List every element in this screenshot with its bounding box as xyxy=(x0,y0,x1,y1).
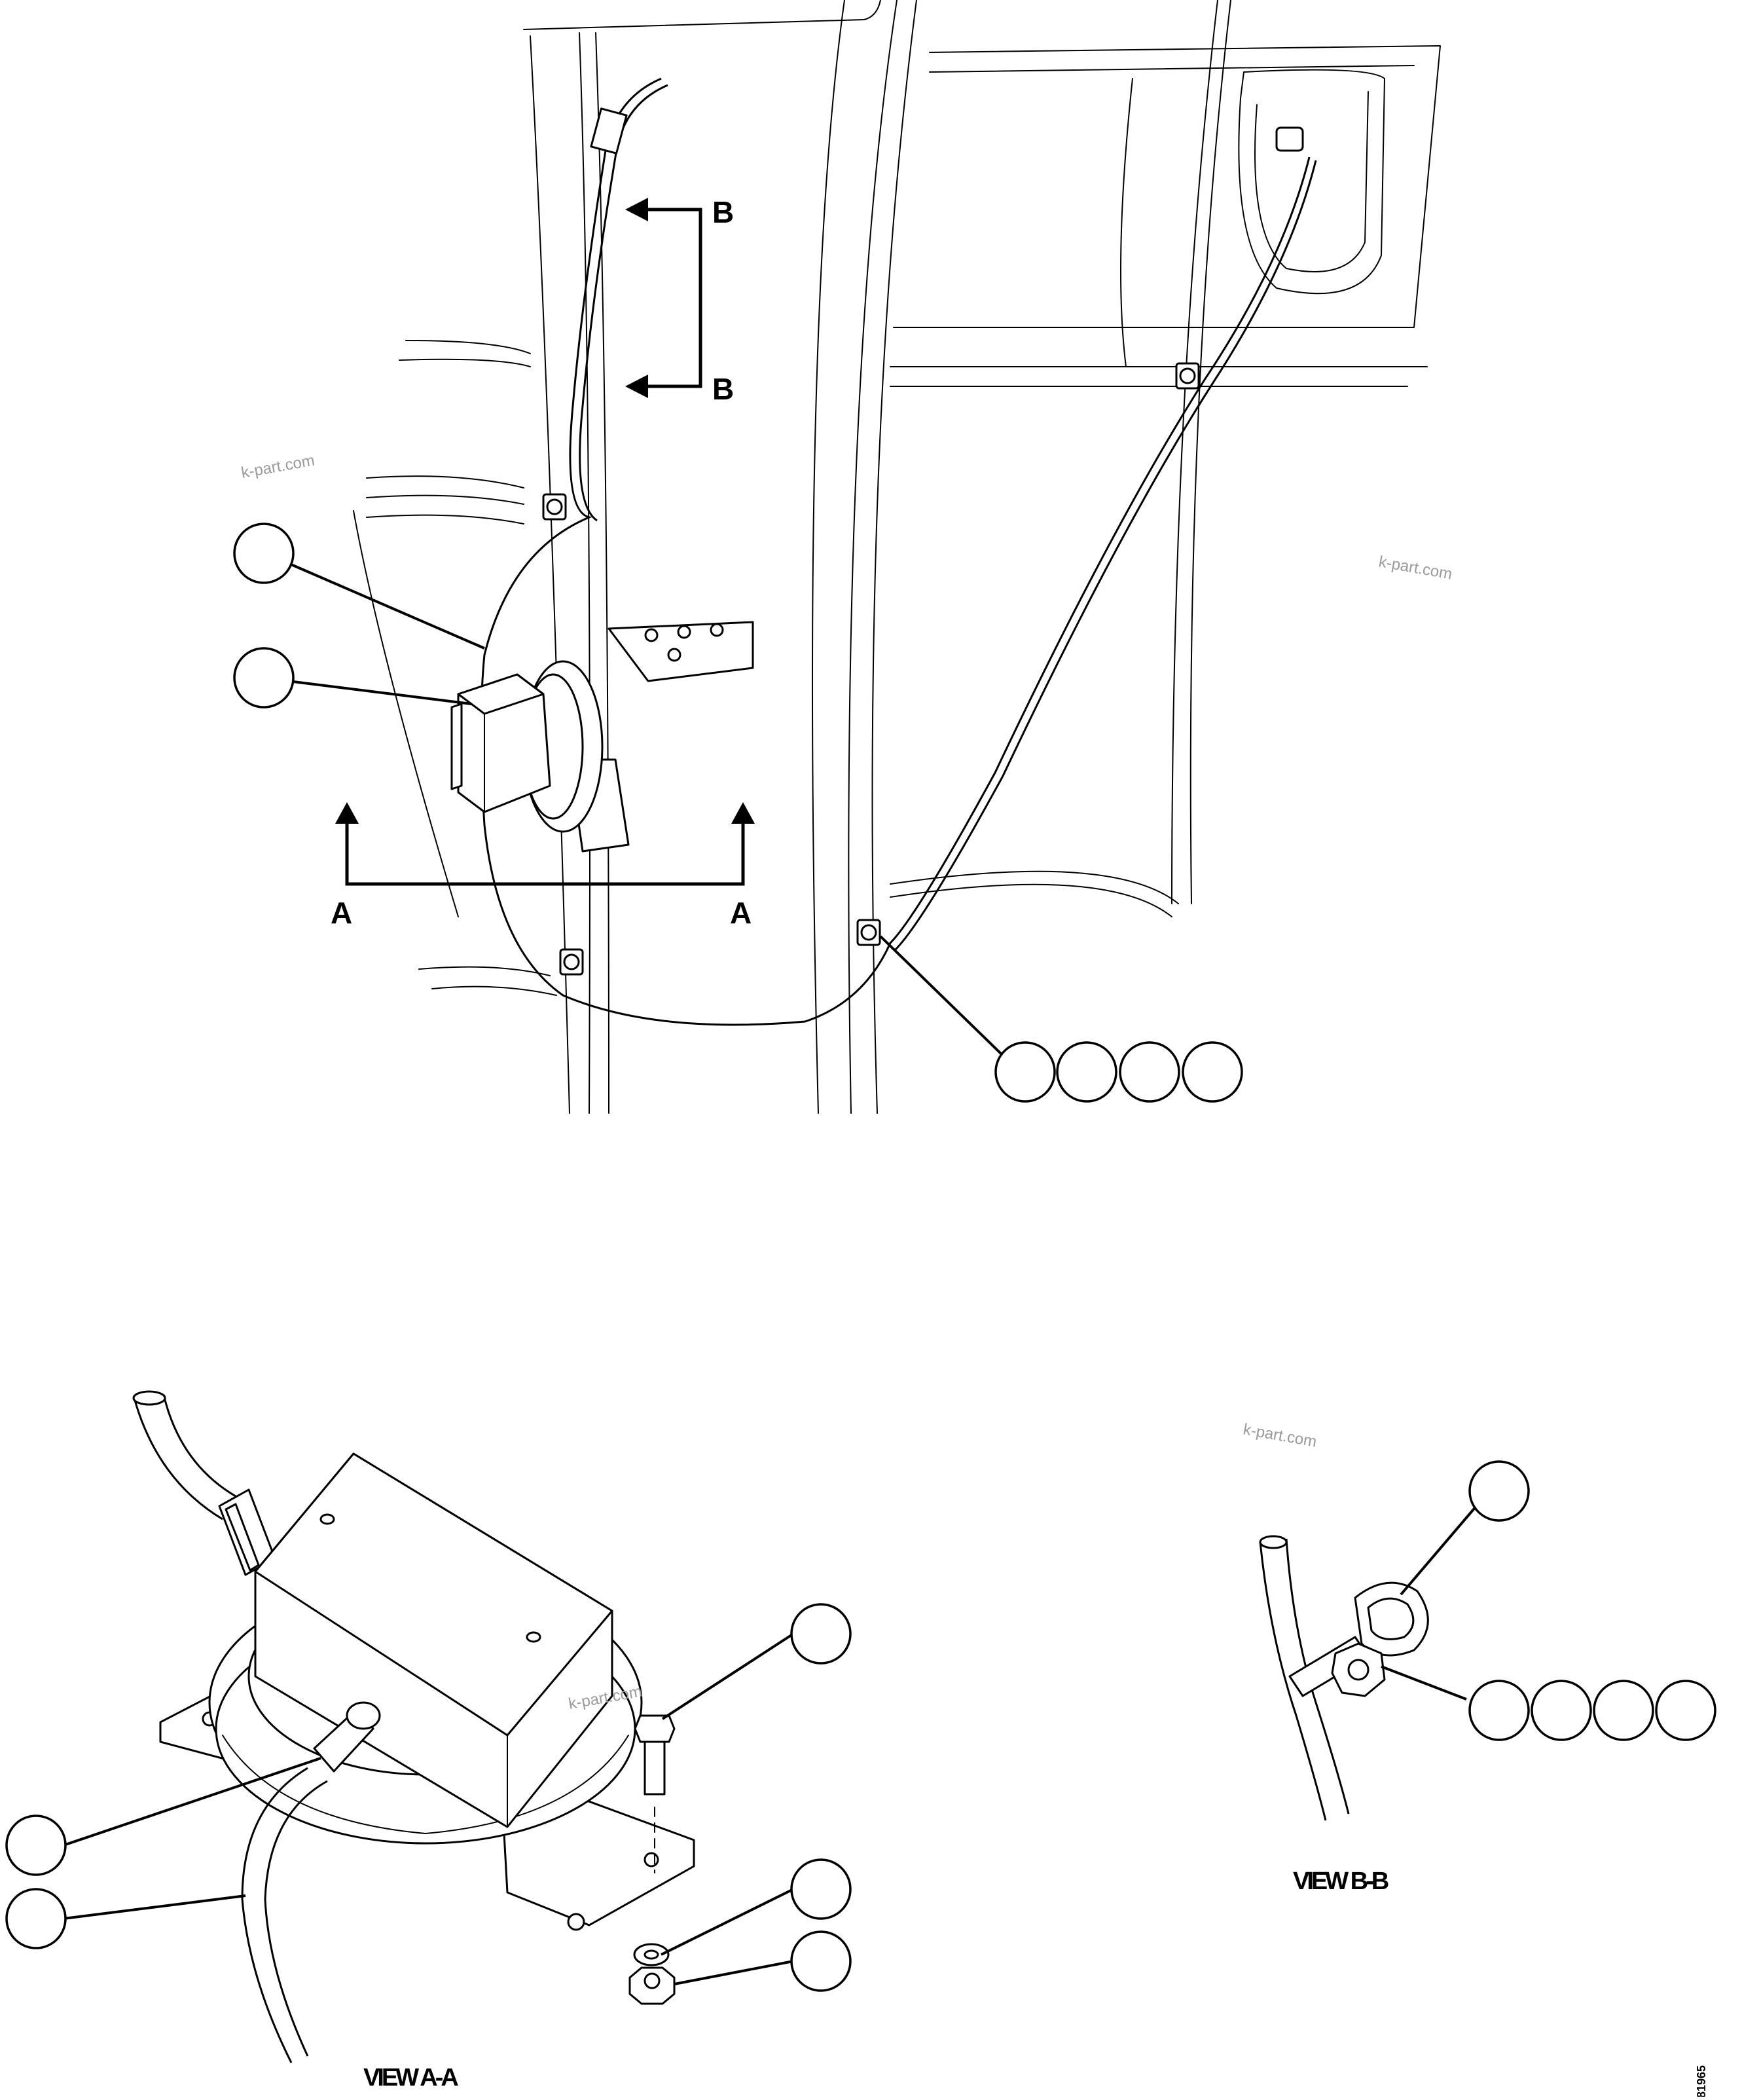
watermark: k-part.com xyxy=(1377,553,1453,583)
section-b-arrows: B B xyxy=(625,195,734,406)
clamp-upper-right xyxy=(1175,362,1200,390)
clamp-upper-left xyxy=(542,493,567,521)
section-label-b-top: B xyxy=(712,195,734,229)
pressure-switch xyxy=(450,660,604,833)
callout-balloon xyxy=(233,647,295,709)
main-view: A A B B k-part.com k-part.com xyxy=(233,0,1453,1114)
callout-balloon xyxy=(1531,1680,1592,1741)
callout-balloon xyxy=(5,1888,67,1949)
callout-balloon xyxy=(994,1041,1056,1103)
view-a-a: k-part.com VIEW A-A xyxy=(5,1390,852,2091)
washer xyxy=(633,1943,670,1966)
hose-end-fitting xyxy=(1275,126,1304,152)
callout-balloon xyxy=(1182,1041,1243,1103)
callout-balloon xyxy=(1468,1460,1530,1522)
bolt xyxy=(634,1714,676,1873)
clamp-nut xyxy=(1331,1642,1386,1697)
view-label-a-a: VIEW A-A xyxy=(363,2064,458,2091)
callout-balloon xyxy=(1593,1680,1654,1741)
callout-balloon xyxy=(1655,1680,1716,1741)
sensor-hose xyxy=(480,77,1311,1026)
clamp-lower-left xyxy=(559,948,584,976)
section-label-a-left: A xyxy=(331,896,352,930)
callout-balloon xyxy=(1119,1041,1180,1103)
hose-fitting xyxy=(590,107,628,155)
callout-balloon xyxy=(5,1814,67,1876)
reference-code: 81965 xyxy=(1695,2065,1708,2097)
callout-balloon xyxy=(790,1603,852,1665)
watermark: k-part.com xyxy=(1242,1420,1318,1450)
callout-balloon xyxy=(790,1858,852,1920)
frame-structure xyxy=(353,0,1441,1114)
callout-balloon xyxy=(233,523,295,584)
sensor-tube xyxy=(241,1767,308,2063)
callout-balloon xyxy=(1056,1041,1117,1103)
clamp-lower-right xyxy=(856,919,881,946)
callout-balloon xyxy=(1468,1680,1530,1741)
view-b-b: k-part.com VIEW B-B xyxy=(1242,1420,1716,1895)
view-label-b-b: VIEW B-B xyxy=(1293,1868,1388,1895)
watermark: k-part.com xyxy=(240,452,316,482)
section-a-arrows: A A xyxy=(331,802,755,930)
section-label-a-right: A xyxy=(730,896,752,930)
nut xyxy=(628,1966,676,2005)
callout-balloon xyxy=(790,1930,852,1992)
section-label-b-bottom: B xyxy=(712,372,734,406)
hose-section xyxy=(1259,1541,1327,1821)
